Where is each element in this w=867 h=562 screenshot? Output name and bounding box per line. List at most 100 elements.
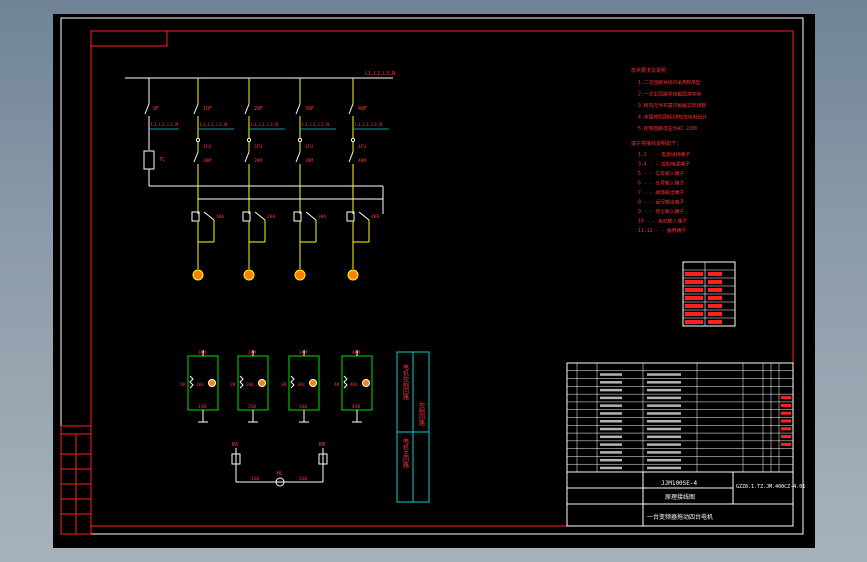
contactor-label: 1KM <box>203 158 211 164</box>
bom-text-placeholder <box>600 458 622 462</box>
fuse-label: 4FU <box>358 144 366 150</box>
control-right-label: 3HL <box>297 382 305 388</box>
relay-label: 2KA <box>267 214 275 220</box>
relay-coil <box>293 211 302 222</box>
vertical-label-table: 电机控制回路 电机主回路 控制回路 <box>396 351 430 503</box>
corner-label-box <box>90 30 168 47</box>
bom-text-placeholder <box>647 427 681 431</box>
motor-symbol <box>347 269 359 281</box>
note-line-2-8: 10 - - 启动输入端子 <box>638 218 687 225</box>
vlabel-1: 电机控制回路 <box>402 363 409 401</box>
resistor-symbol <box>343 375 348 389</box>
bom-red-mark <box>781 435 791 439</box>
resistor-symbol <box>290 375 295 389</box>
terminal-cell <box>685 288 703 292</box>
note-line-1-4: 4.本图按照国标GB规范绘制设计 <box>638 114 707 121</box>
terminal-cell <box>708 288 722 292</box>
resistor-symbol <box>239 375 244 389</box>
control-left-label: 3R <box>281 382 287 388</box>
bom-text-placeholder <box>600 396 622 400</box>
breaker-label: 4QF <box>358 106 367 112</box>
fuse-label: 3FU <box>305 144 313 150</box>
project-code: GZZ8.1.TZ.JM.400CZ-4.01 <box>736 484 805 490</box>
branch-node <box>195 137 201 143</box>
breaker-contact <box>295 103 301 115</box>
bom-text-placeholder <box>647 412 681 415</box>
terminal-cell <box>685 304 703 308</box>
indicator-lamp <box>208 379 216 387</box>
contactor-label: 3KM <box>305 158 313 164</box>
note-line-2-7: 9 - - 停止输入端子 <box>638 208 684 215</box>
main-switch-spec: L1,L2,L3,N <box>151 122 178 128</box>
main-switch-label: QF <box>153 106 159 112</box>
vlabel-2: 电机主回路 <box>402 437 409 469</box>
bill-of-materials <box>566 362 794 473</box>
breaker-contact <box>193 103 199 115</box>
contactor-contact <box>295 151 301 163</box>
control-bottom-label: 3SB <box>299 404 307 410</box>
bom-text-placeholder <box>600 420 622 423</box>
breaker-spec: L1,L2,L3,N <box>302 122 329 128</box>
contactor-contact <box>348 151 354 163</box>
terminal-cell <box>685 320 703 324</box>
bom-text-placeholder <box>647 435 681 439</box>
motor-symbol <box>192 269 204 281</box>
vlabel-3: 控制回路 <box>418 401 425 427</box>
lamp-symbol <box>275 477 285 487</box>
technical-notes: 技术要求及说明 端子排接线说明如下: 1.二次回路导线均采用BVR型2.一次主回… <box>631 67 707 234</box>
bom-red-mark <box>781 442 791 446</box>
indicator-lamp <box>309 379 317 387</box>
terminal-cell <box>685 296 703 300</box>
control-right-label: 2HL <box>246 382 254 388</box>
indicator-lamp <box>362 379 370 387</box>
bom-text-placeholder <box>600 435 622 439</box>
note-line-2-3: 5 - - 信号输入端子 <box>638 170 684 177</box>
note-line-1-1: 1.二次回路导线均采用BVR型 <box>638 79 701 86</box>
bom-text-placeholder <box>647 381 681 384</box>
breaker-label: 1QF <box>203 106 212 112</box>
branch-node <box>297 137 303 143</box>
note-line-1-2: 2.一次主回路导线截面按实际 <box>638 91 702 98</box>
breaker-spec: L1,L2,L3,N <box>200 122 227 128</box>
contactor-contact <box>244 151 250 163</box>
bom-red-mark <box>781 396 791 400</box>
bottom-left-label: KA <box>232 442 238 448</box>
breaker-label: 2QF <box>254 106 263 112</box>
bom-text-placeholder <box>647 373 681 376</box>
control-bottom-label: 4SB <box>352 404 360 410</box>
control-left-label: 1R <box>180 382 186 388</box>
relay-contact <box>305 211 317 221</box>
motor-symbol <box>294 269 306 281</box>
terminal-cell <box>708 296 722 300</box>
bom-text-placeholder <box>647 420 681 423</box>
contactor-label: 4KM <box>358 158 366 164</box>
drawing-description: 一台变频器拖动四台电机 <box>647 513 713 521</box>
relay-contact <box>358 211 370 221</box>
control-top-label: 3KM <box>299 350 307 356</box>
revision-block-left <box>60 425 92 535</box>
bom-text-placeholder <box>647 404 681 407</box>
breaker-contact <box>244 103 250 115</box>
relay-coil <box>191 211 200 222</box>
fuse-label: 1FU <box>203 144 211 150</box>
control-bottom-label: 2SB <box>248 404 256 410</box>
schematic-sheet: L1,L2,L3,N QF L1,L2,L3,N TC 1QFL1,L2,L3,… <box>60 17 805 535</box>
transformer-symbol <box>143 150 155 170</box>
bom-red-mark <box>781 419 791 423</box>
title-block: JJM100SE-4 原理接线图 GZZ8.1.TZ.JM.400CZ-4.01… <box>566 471 805 527</box>
terminal-cell <box>685 280 703 284</box>
fuse-label: 2FU <box>254 144 262 150</box>
terminal-cell <box>685 272 703 276</box>
control-unit-3: 3KM 3R 3HL 3SB <box>281 350 320 423</box>
bom-red-mark <box>781 403 791 407</box>
relay-coil <box>242 211 251 222</box>
relay-coil-left <box>231 453 241 465</box>
bom-text-placeholder <box>600 451 622 454</box>
control-top-label: 2KM <box>248 350 256 356</box>
bom-text-placeholder <box>647 451 681 454</box>
bottom-lamp-label: HL <box>277 471 283 477</box>
